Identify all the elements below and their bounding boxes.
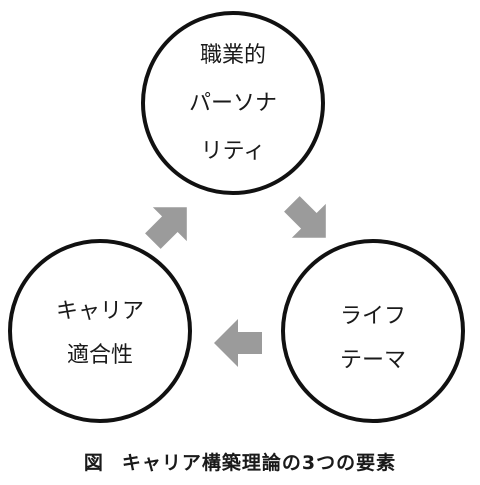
- figure-caption: 図キャリア構築理論の3つの要素: [0, 448, 480, 475]
- arrow-top-to-right: [284, 196, 326, 238]
- figure-title: キャリア構築理論の3つの要素: [121, 452, 397, 474]
- node-circle: [281, 239, 465, 423]
- node-label-line: ライフ: [340, 304, 406, 329]
- node-circle: [141, 11, 325, 195]
- arrow-right-to-left: [214, 319, 262, 367]
- node-label-line: リティ: [201, 139, 266, 164]
- arrow-shape: [284, 196, 326, 238]
- node-label-line: テーマ: [340, 348, 406, 373]
- node-label-line: キャリア: [56, 299, 144, 324]
- arrow-shape: [214, 319, 262, 367]
- node-life-theme: ライフ テーマ: [281, 239, 465, 423]
- node-circle: [8, 239, 192, 423]
- node-vocational-personality: 職業的 パーソナ リティ: [141, 11, 325, 195]
- figure-label: 図: [83, 452, 104, 474]
- arrow-shape: [145, 207, 187, 249]
- node-label-line: 適合性: [67, 343, 133, 368]
- arrow-left-to-top: [145, 207, 187, 249]
- node-label-line: 職業的: [200, 43, 266, 68]
- node-career-adaptability: キャリア 適合性: [8, 239, 192, 423]
- node-label-line: パーソナ: [189, 91, 277, 116]
